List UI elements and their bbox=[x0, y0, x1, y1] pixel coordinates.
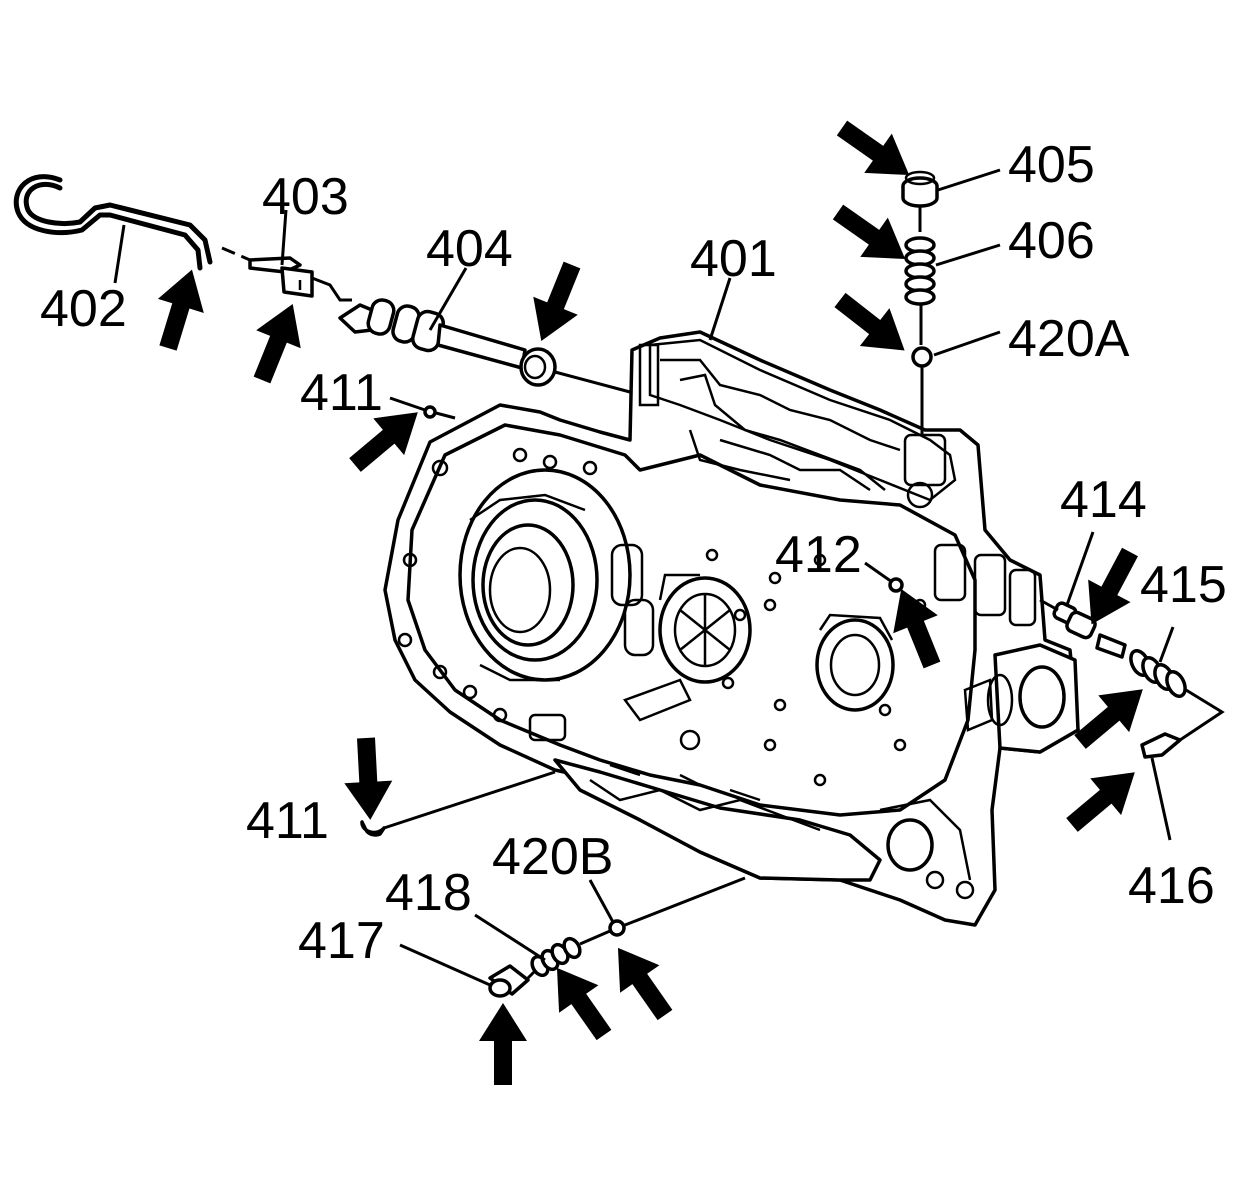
callout-417: 417 bbox=[298, 912, 385, 970]
part-420B-check-ball bbox=[608, 919, 626, 937]
arrow-icon bbox=[824, 192, 919, 279]
part-420A-check-ball bbox=[911, 346, 933, 368]
arrow-icon bbox=[145, 262, 215, 356]
callout-401: 401 bbox=[690, 230, 777, 288]
part-416-retainer bbox=[1140, 732, 1182, 759]
callout-403: 403 bbox=[262, 168, 349, 226]
callout-405: 405 bbox=[1008, 136, 1095, 194]
part-412-ball bbox=[888, 577, 904, 593]
leader-lines bbox=[113, 168, 1175, 987]
callout-420B: 420B bbox=[492, 828, 613, 886]
part-417-plug bbox=[488, 964, 530, 998]
arrow-icon bbox=[479, 1003, 527, 1085]
callout-412: 412 bbox=[775, 526, 862, 584]
part-402-wire-clip bbox=[13, 174, 213, 271]
assembly-lines bbox=[221, 246, 1225, 980]
part-404-valve-shaft bbox=[338, 298, 557, 387]
arrow-icon bbox=[342, 736, 395, 822]
part-414-valve bbox=[1052, 601, 1127, 659]
arrow-icon bbox=[1056, 753, 1151, 844]
callout-404: 404 bbox=[426, 220, 513, 278]
arrow-icon bbox=[598, 934, 685, 1029]
part-411-lower-seal bbox=[360, 820, 386, 837]
callout-406: 406 bbox=[1008, 212, 1095, 270]
callout-418: 418 bbox=[385, 864, 472, 922]
callout-labels: 402 403 404 401 405 406 420A 411 412 414… bbox=[40, 136, 1227, 970]
transmission-case bbox=[383, 330, 1080, 927]
callout-402: 402 bbox=[40, 280, 127, 338]
callout-420A: 420A bbox=[1008, 310, 1130, 368]
arrow-icon bbox=[519, 256, 595, 351]
part-415-spring bbox=[1129, 648, 1187, 699]
part-411-upper-seal bbox=[423, 405, 437, 419]
bolt-holes bbox=[397, 447, 927, 787]
callout-415: 415 bbox=[1140, 556, 1227, 614]
part-406-spring bbox=[904, 236, 936, 306]
part-405-plug bbox=[901, 170, 939, 208]
callout-411-upper: 411 bbox=[300, 364, 383, 422]
callout-411-lower: 411 bbox=[246, 792, 329, 850]
part-418-spring bbox=[530, 936, 582, 978]
callout-414: 414 bbox=[1060, 471, 1147, 529]
callout-416: 416 bbox=[1128, 857, 1215, 915]
